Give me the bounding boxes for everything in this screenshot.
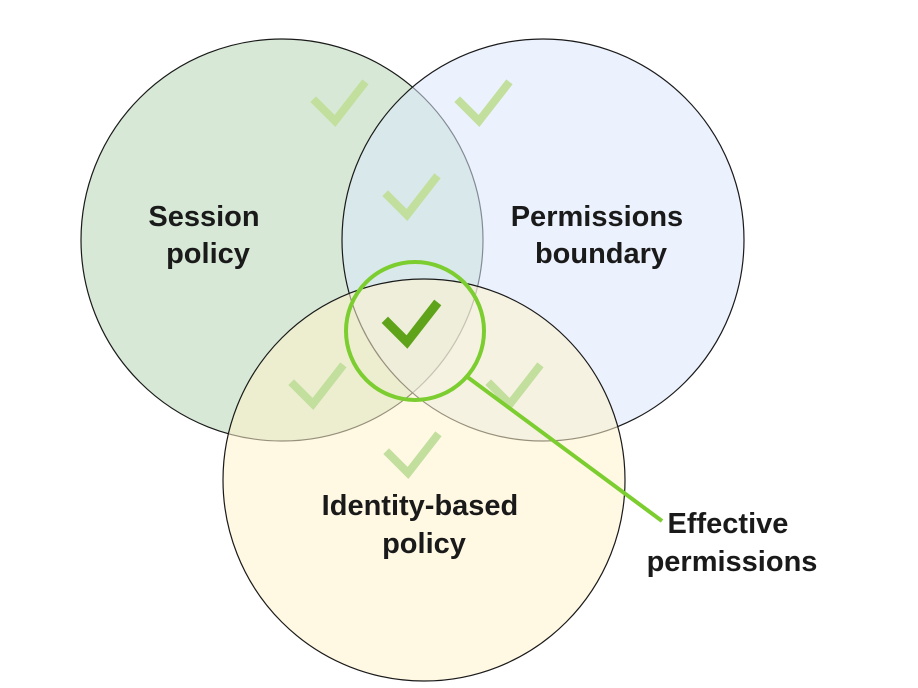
callout-leader-line: [464, 374, 664, 523]
checkmark-icon: [288, 79, 544, 480]
checkmark-icon-session: [310, 79, 369, 128]
checkmark-icon-session-boundary: [382, 173, 441, 222]
session-policy-label-line1: Session: [148, 201, 259, 233]
permissions-boundary-label-line2: boundary: [535, 238, 667, 270]
effective-permissions-label: Effective permissions: [647, 508, 818, 578]
effective-permissions-label-line1: Effective: [668, 508, 789, 540]
effective-permissions-label-line2: permissions: [647, 546, 818, 578]
permissions-boundary-label: Permissions boundary: [511, 201, 692, 270]
identity-based-policy-label-line2: policy: [382, 528, 466, 560]
session-policy-label-line2: policy: [166, 238, 250, 270]
session-policy-label: Session policy: [148, 201, 267, 270]
checkmark-icon-session-identity: [288, 362, 347, 411]
checkmark-icon-boundary: [454, 79, 513, 128]
checkmark-icon-identity: [383, 431, 442, 480]
permissions-boundary-label-line1: Permissions: [511, 201, 683, 233]
identity-based-policy-circle: [222, 278, 626, 682]
identity-based-policy-label: Identity-based policy: [322, 490, 527, 560]
effective-permissions-highlight: [344, 260, 486, 402]
checkmark-icon-boundary-identity: [485, 362, 544, 411]
identity-based-policy-label-line1: Identity-based: [322, 490, 519, 522]
checkmark-icon-effective: [381, 299, 442, 349]
